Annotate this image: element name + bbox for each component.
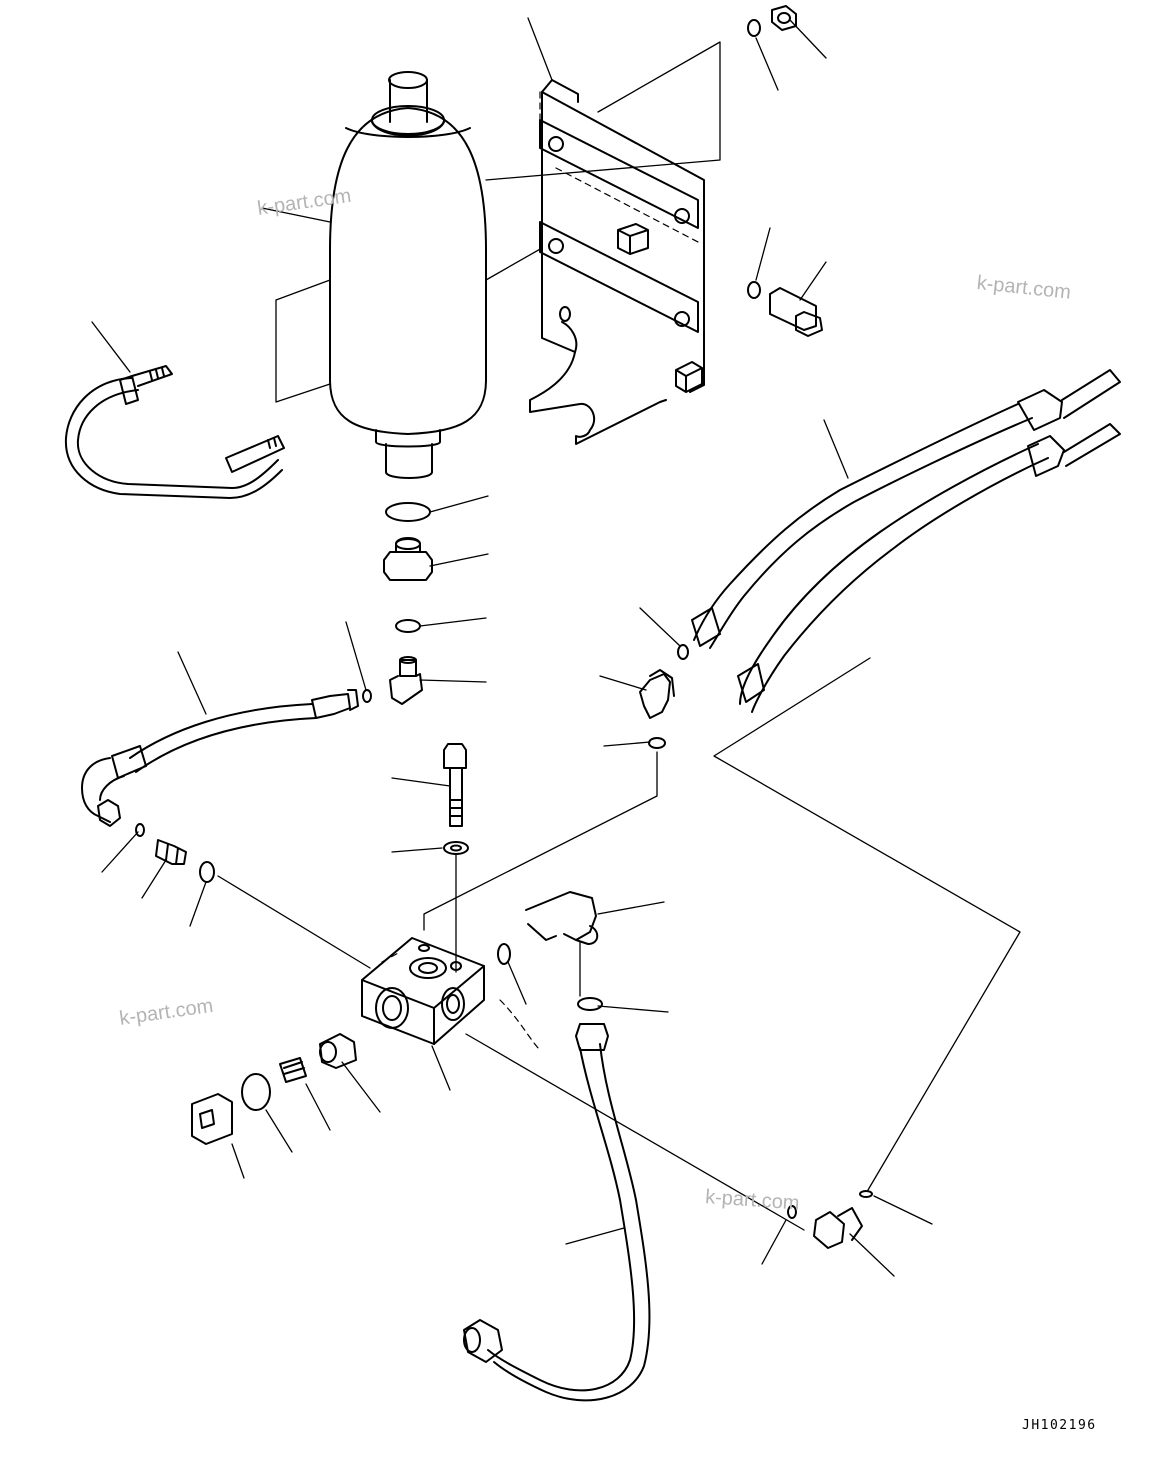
- hose-left-upper: [81, 689, 359, 827]
- valve-block: [361, 937, 485, 1045]
- leader-lines: [91, 17, 1021, 1277]
- hoses-right: [691, 369, 1121, 713]
- bracket: [529, 79, 705, 445]
- band-clamp: [64, 365, 285, 499]
- bolt-washer-nut: [747, 5, 823, 337]
- drawing-code: JH102196: [1022, 1418, 1097, 1433]
- hidden-lines: [381, 91, 699, 1051]
- accumulator: [329, 71, 487, 479]
- hose-bottom: [463, 1023, 651, 1402]
- small-parts: [135, 502, 873, 1249]
